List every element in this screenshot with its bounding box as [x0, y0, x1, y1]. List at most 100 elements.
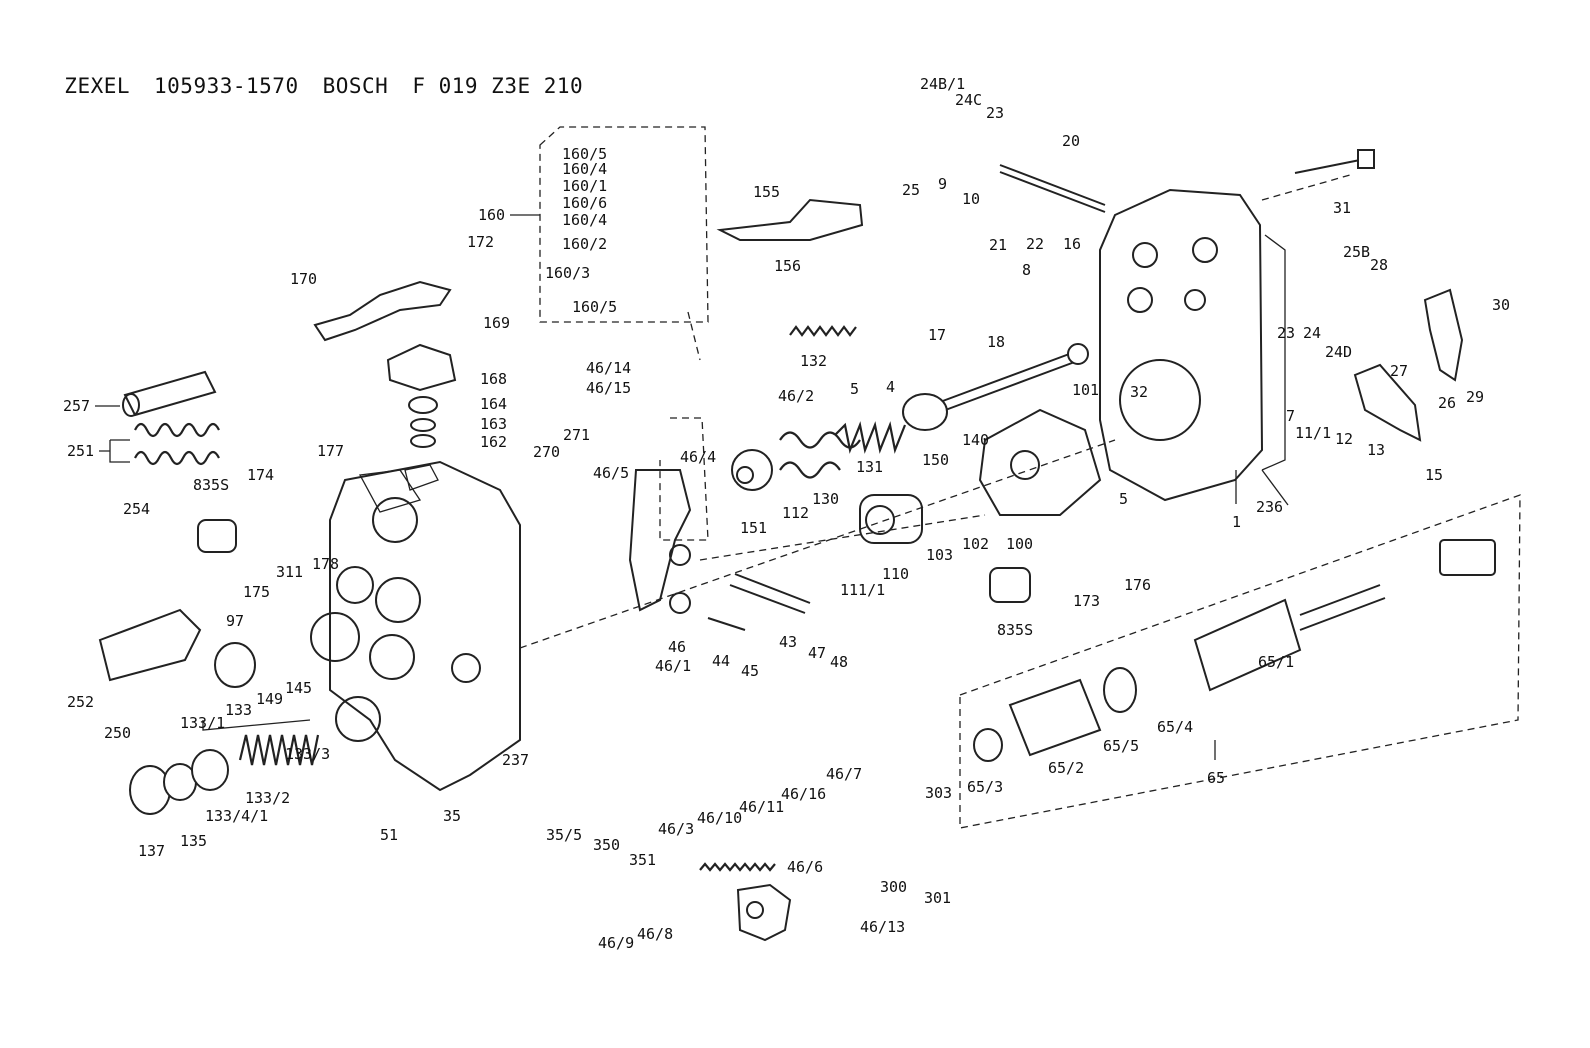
callout-156[interactable]: 156 [774, 257, 802, 275]
callout-175[interactable]: 175 [243, 583, 271, 601]
callout-46-3[interactable]: 46/3 [658, 820, 695, 838]
callout-9[interactable]: 9 [938, 175, 948, 193]
callout-31[interactable]: 31 [1333, 199, 1352, 217]
callout-30[interactable]: 30 [1492, 296, 1511, 314]
callout-140[interactable]: 140 [962, 431, 990, 449]
callout-24c[interactable]: 24C [955, 91, 983, 109]
callout-112[interactable]: 112 [782, 504, 810, 522]
callout-10[interactable]: 10 [962, 190, 981, 208]
callout-46-8[interactable]: 46/8 [637, 925, 674, 943]
callout-46-2[interactable]: 46/2 [778, 387, 815, 405]
callout-236[interactable]: 236 [1256, 498, 1284, 516]
callout-257[interactable]: 257 [63, 397, 91, 415]
callout-46-16[interactable]: 46/16 [781, 785, 827, 803]
callout-1[interactable]: 1 [1232, 513, 1242, 531]
callout-251[interactable]: 251 [67, 442, 95, 460]
callout-51[interactable]: 51 [380, 826, 399, 844]
callout-18[interactable]: 18 [987, 333, 1006, 351]
callout-17[interactable]: 17 [928, 326, 947, 344]
callout-172[interactable]: 172 [467, 233, 495, 251]
callout-5-left[interactable]: 5 [850, 380, 860, 398]
callout-46-6[interactable]: 46/6 [787, 858, 824, 876]
callout-135[interactable]: 135 [180, 832, 208, 850]
callout-169[interactable]: 169 [483, 314, 511, 332]
callout-163[interactable]: 163 [480, 415, 508, 433]
callout-65-3[interactable]: 65/3 [967, 778, 1004, 796]
callout-311[interactable]: 311 [276, 563, 304, 581]
callout-133-3[interactable]: 133/3 [285, 745, 331, 763]
callout-351[interactable]: 351 [629, 851, 657, 869]
callout-29[interactable]: 29 [1466, 388, 1485, 406]
callout-160-3[interactable]: 160/3 [545, 264, 591, 282]
callout-24d[interactable]: 24D [1325, 343, 1353, 361]
callout-7[interactable]: 7 [1286, 407, 1296, 425]
callout-173[interactable]: 173 [1073, 592, 1101, 610]
callout-155[interactable]: 155 [753, 183, 781, 201]
callout-47[interactable]: 47 [808, 644, 827, 662]
callout-164[interactable]: 164 [480, 395, 508, 413]
callout-178[interactable]: 178 [312, 555, 340, 573]
callout-44[interactable]: 44 [712, 652, 731, 670]
callout-131[interactable]: 131 [856, 458, 884, 476]
callout-160-4-top[interactable]: 160/4 [562, 160, 608, 178]
callout-160-6[interactable]: 160/6 [562, 194, 608, 212]
callout-46[interactable]: 46 [668, 638, 687, 656]
callout-132[interactable]: 132 [800, 352, 828, 370]
callout-252[interactable]: 252 [67, 693, 95, 711]
callout-65-5[interactable]: 65/5 [1103, 737, 1140, 755]
callout-5-right[interactable]: 5 [1119, 490, 1129, 508]
callout-137[interactable]: 137 [138, 842, 166, 860]
callout-111-1[interactable]: 111/1 [840, 581, 886, 599]
callout-24[interactable]: 24 [1303, 324, 1322, 342]
callout-254[interactable]: 254 [123, 500, 151, 518]
callout-26[interactable]: 26 [1438, 394, 1457, 412]
callout-65[interactable]: 65 [1207, 769, 1226, 787]
callout-835s-bottom[interactable]: 835S [997, 621, 1034, 639]
callout-46-10[interactable]: 46/10 [697, 809, 743, 827]
callout-23[interactable]: 23 [986, 104, 1005, 122]
callout-270[interactable]: 270 [533, 443, 561, 461]
callout-168[interactable]: 168 [480, 370, 508, 388]
callout-102[interactable]: 102 [962, 535, 990, 553]
callout-150[interactable]: 150 [922, 451, 950, 469]
callout-350[interactable]: 350 [593, 836, 621, 854]
callout-162[interactable]: 162 [480, 433, 508, 451]
callout-45[interactable]: 45 [741, 662, 760, 680]
callout-46-13[interactable]: 46/13 [860, 918, 906, 936]
callout-130[interactable]: 130 [812, 490, 840, 508]
callout-15[interactable]: 15 [1425, 466, 1444, 484]
callout-303[interactable]: 303 [925, 784, 953, 802]
callout-8[interactable]: 8 [1022, 261, 1032, 279]
callout-160-4-bottom[interactable]: 160/4 [562, 211, 608, 229]
callout-25[interactable]: 25 [902, 181, 921, 199]
callout-46-5[interactable]: 46/5 [593, 464, 630, 482]
callout-25b[interactable]: 25B [1343, 243, 1371, 261]
callout-21[interactable]: 21 [989, 236, 1008, 254]
callout-176[interactable]: 176 [1124, 576, 1152, 594]
callout-46-7[interactable]: 46/7 [826, 765, 863, 783]
callout-12[interactable]: 12 [1335, 430, 1354, 448]
callout-151[interactable]: 151 [740, 519, 768, 537]
callout-4[interactable]: 4 [886, 378, 896, 396]
callout-48[interactable]: 48 [830, 653, 849, 671]
callout-133[interactable]: 133 [225, 701, 253, 719]
callout-65-1[interactable]: 65/1 [1258, 653, 1295, 671]
callout-160-1[interactable]: 160/1 [562, 177, 608, 195]
callout-301[interactable]: 301 [924, 889, 952, 907]
callout-46-14[interactable]: 46/14 [586, 359, 632, 377]
callout-23-right[interactable]: 23 [1277, 324, 1296, 342]
callout-835s-top[interactable]: 835S [193, 476, 230, 494]
callout-110[interactable]: 110 [882, 565, 910, 583]
callout-101[interactable]: 101 [1072, 381, 1100, 399]
callout-177[interactable]: 177 [317, 442, 345, 460]
callout-46-15[interactable]: 46/15 [586, 379, 632, 397]
callout-32[interactable]: 32 [1130, 383, 1149, 401]
callout-100[interactable]: 100 [1006, 535, 1034, 553]
callout-145[interactable]: 145 [285, 679, 313, 697]
callout-160-2[interactable]: 160/2 [562, 235, 608, 253]
callout-35[interactable]: 35 [443, 807, 462, 825]
callout-46-1[interactable]: 46/1 [655, 657, 692, 675]
callout-11-1[interactable]: 11/1 [1295, 424, 1332, 442]
callout-22[interactable]: 22 [1026, 235, 1045, 253]
callout-24b-1[interactable]: 24B/1 [920, 75, 966, 93]
